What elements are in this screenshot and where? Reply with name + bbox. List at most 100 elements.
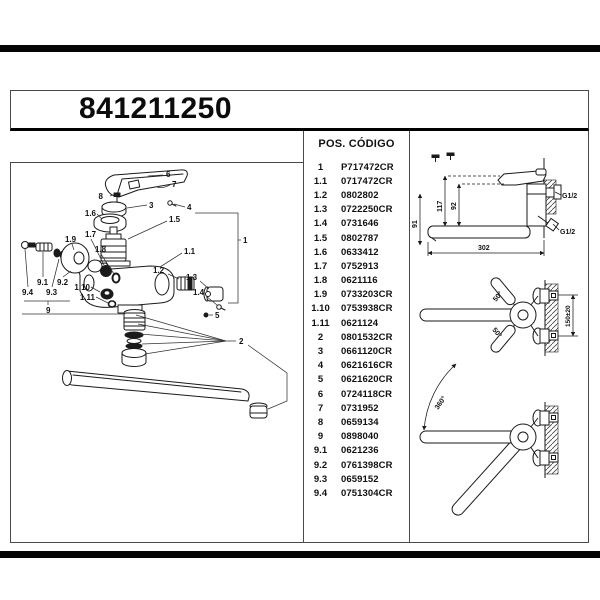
frame-line-left <box>10 162 11 543</box>
title-box: 841211250 <box>10 90 589 131</box>
aerator-part <box>249 402 268 419</box>
frame-line-table-left <box>303 131 304 543</box>
part-code: 0633412 <box>341 246 379 258</box>
table-row: 1.7 0752913 <box>304 259 409 273</box>
part-code: 0661120CR <box>341 346 393 358</box>
side-port-parts <box>176 276 226 318</box>
table-row: 1.9 0733203CR <box>304 288 409 302</box>
label-1-9: 1.9 <box>65 235 77 244</box>
fixing-screw-icon <box>431 152 455 162</box>
seal-rings-part <box>100 288 117 308</box>
dim-150-20: 150±20 <box>565 305 572 327</box>
spout-connector-stack <box>121 309 147 367</box>
table-row: 3 0661120CR <box>304 344 409 358</box>
part-position: 7 <box>317 402 324 414</box>
label-1-3: 1.3 <box>186 273 198 282</box>
table-row: 2 0801532CR <box>304 330 409 344</box>
leader-lines <box>22 174 288 410</box>
part-code: 0659152 <box>341 473 379 485</box>
part-position: 9.3 <box>313 473 328 485</box>
part-code: 0802787 <box>341 232 379 244</box>
cartridge-part <box>96 226 131 267</box>
table-row: 1.6 0633412 <box>304 245 409 259</box>
angle-360: 360° <box>433 395 448 412</box>
label-1-8: 1.8 <box>95 245 107 254</box>
part-position: 9.2 <box>313 459 328 471</box>
table-row: 9.3 0659152 <box>304 472 409 486</box>
parts-table-header: POS. CÓDIGO <box>318 138 395 150</box>
label-9-3: 9.3 <box>46 288 58 297</box>
table-row: 1.1 0717472CR <box>304 174 409 188</box>
label-7: 7 <box>172 180 177 189</box>
spout-tube-part <box>62 370 250 402</box>
angle-top-views: 50° 50° 150±20 360° <box>419 277 578 516</box>
part-code: 0752913 <box>341 260 379 272</box>
part-code: 0717472CR <box>341 175 393 187</box>
part-position: 1.10 <box>311 303 330 315</box>
part-position: 4 <box>317 360 324 372</box>
part-code: P717472CR <box>341 161 394 173</box>
label-1-6: 1.6 <box>85 209 97 218</box>
label-1-7: 1.7 <box>85 230 97 239</box>
spout-swivel-view <box>419 363 559 516</box>
label-1-1: 1.1 <box>184 247 196 256</box>
label-9-2: 9.2 <box>57 278 69 287</box>
table-row: 8 0659134 <box>304 415 409 429</box>
label-1-11: 1.11 <box>80 293 96 302</box>
part-position: 1.7 <box>313 260 328 272</box>
part-code: 0621616CR <box>341 360 393 372</box>
part-position: 2 <box>317 331 324 343</box>
frame-line-bottom <box>10 542 589 543</box>
label-9: 9 <box>46 306 51 315</box>
label-1-5: 1.5 <box>169 215 181 224</box>
part-code: 0731952 <box>341 402 379 414</box>
bottom-divider-bar <box>0 551 600 558</box>
dimension-side-view: 117 92 91 302 G1/2 G1/2 <box>412 152 577 256</box>
exploded-parts-diagram: 6 7 4 8 3 1.6 1.5 1.1 1 1.9 1.7 1.8 1.2 … <box>21 169 288 419</box>
part-code: 0621620CR <box>341 374 393 386</box>
table-row: 5 0621620CR <box>304 373 409 387</box>
table-row: 1.3 0722250CR <box>304 203 409 217</box>
part-code: 0722250CR <box>341 204 393 216</box>
part-code: 0802802 <box>341 189 379 201</box>
dim-302: 302 <box>478 245 490 252</box>
part-position: 1 <box>317 161 324 173</box>
table-row: 1.11 0621124 <box>304 316 409 330</box>
table-row: 9.2 0761398CR <box>304 458 409 472</box>
part-position: 6 <box>317 388 324 400</box>
table-row: 9 0898040 <box>304 430 409 444</box>
part-position: 9.4 <box>313 487 328 499</box>
part-code: 0621124 <box>341 317 379 329</box>
part-code: 0724118CR <box>341 388 393 400</box>
faucet-outline <box>427 168 562 242</box>
frame-line-diagram-top <box>10 162 303 163</box>
frame-line-table-right <box>409 131 410 543</box>
label-1-2: 1.2 <box>153 266 165 275</box>
label-6: 6 <box>166 170 171 179</box>
handle-angle-view <box>419 277 578 356</box>
parts-table: POS. CÓDIGO 1 P717472CR 1.1 0717472CR 1.… <box>304 131 409 543</box>
part-code: 0801532CR <box>341 331 393 343</box>
label-4: 4 <box>187 203 192 212</box>
part-code: 0761398CR <box>341 459 393 471</box>
part-code: 0751304CR <box>341 487 393 499</box>
part-position: 8 <box>317 416 324 428</box>
part-position: 1.2 <box>313 189 328 201</box>
thread-g12-bottom: G1/2 <box>560 229 575 236</box>
label-9-4: 9.4 <box>22 288 34 297</box>
thread-g12-top: G1/2 <box>562 193 577 200</box>
position-labels: 6 7 4 8 3 1.6 1.5 1.1 1 1.9 1.7 1.8 1.2 … <box>22 170 248 346</box>
table-row: 4 0621616CR <box>304 359 409 373</box>
table-row: 9.1 0621236 <box>304 444 409 458</box>
part-position: 1.1 <box>313 175 328 187</box>
part-code: 0753938CR <box>341 303 393 315</box>
part-position: 3 <box>317 346 324 358</box>
dim-91: 91 <box>412 220 419 228</box>
part-code: 0621236 <box>341 445 379 457</box>
dimension-texts: 117 92 91 302 G1/2 G1/2 <box>412 193 577 252</box>
part-code: 0733203CR <box>341 289 393 301</box>
table-row: 1.2 0802802 <box>304 188 409 202</box>
part-position: 1.6 <box>313 246 328 258</box>
part-position: 1.8 <box>313 275 328 287</box>
dim-117: 117 <box>437 201 444 212</box>
